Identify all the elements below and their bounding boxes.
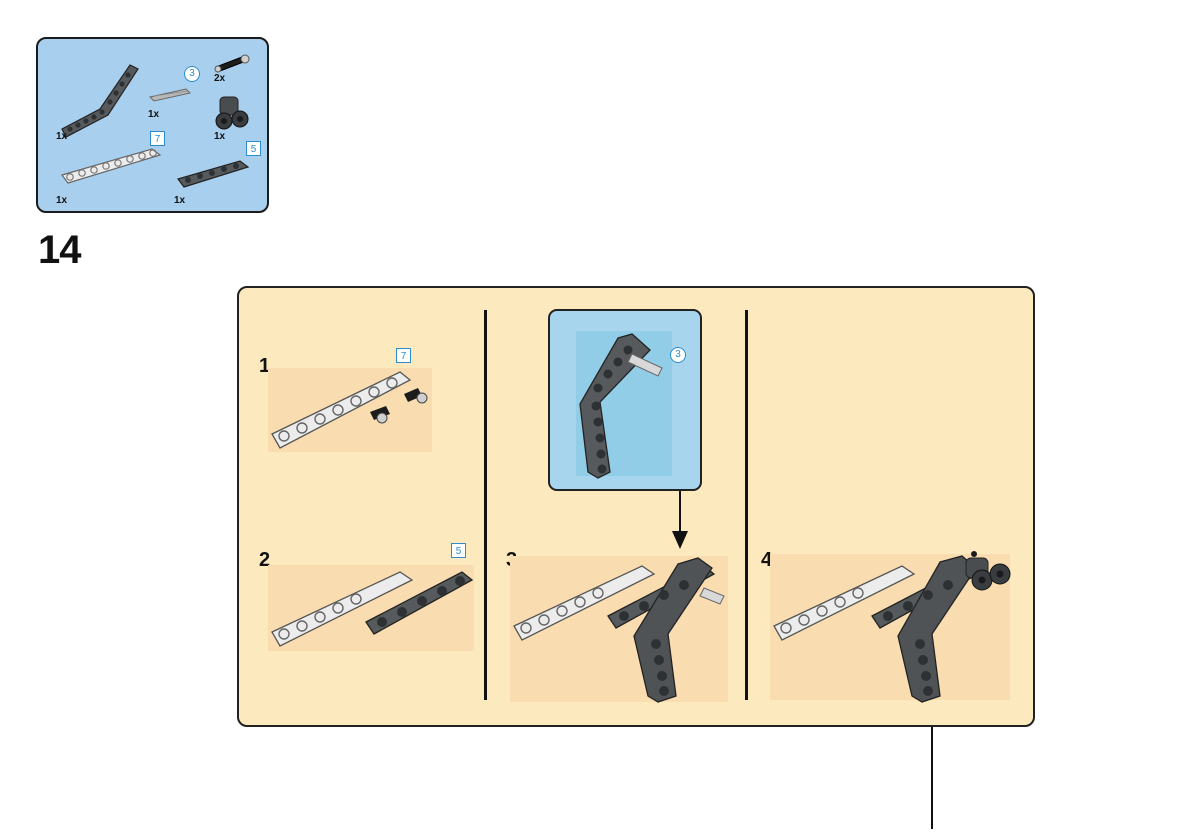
callout-angled-beam-illustration <box>579 333 663 479</box>
callout-axle-length-circle: 3 <box>670 347 686 363</box>
dark-beam-qty: 1x <box>174 195 186 206</box>
double-pin-block-qty: 1x <box>214 131 226 142</box>
step-number: 14 <box>38 228 81 272</box>
sub-step-2-backdrop <box>268 565 474 651</box>
axle-illustration <box>149 88 191 102</box>
sub-step-4-label: 4 <box>761 549 773 571</box>
sub-step-1-label: 1 <box>259 355 271 377</box>
white-beam-illustration <box>60 148 162 184</box>
axle-qty: 1x <box>148 109 160 120</box>
white-beam-length-square: 7 <box>150 131 165 146</box>
panel-divider-1 <box>484 310 487 700</box>
sub-step-3-illustration <box>513 557 725 703</box>
panel-divider-2 <box>745 310 748 700</box>
page-connector-line <box>931 727 933 829</box>
callout-arrow-head <box>672 531 688 549</box>
sub-step-4-illustration <box>773 551 1011 703</box>
white-beam-qty: 1x <box>56 195 68 206</box>
sub-step-2-length-square: 5 <box>451 543 466 558</box>
angled-beam-qty: 1x <box>56 131 68 142</box>
double-pin-block-illustration <box>215 96 249 130</box>
sub-step-1-illustration <box>271 371 428 449</box>
axle-length-circle: 3 <box>184 66 200 82</box>
sub-step-2-illustration <box>271 571 474 647</box>
sub-step-1-length-square: 7 <box>396 348 411 363</box>
pin-connector-illustration <box>214 54 250 73</box>
parts-list-box: 1x 3 1x 2x 1x 7 1x 5 1x <box>36 37 269 213</box>
dark-beam-illustration <box>176 160 250 188</box>
pin-connector-qty: 2x <box>214 73 226 84</box>
angled-beam-illustration <box>61 64 139 138</box>
callout-arrow-line <box>679 491 681 533</box>
dark-beam-length-square: 5 <box>246 141 261 156</box>
sub-step-2-label: 2 <box>259 549 271 571</box>
